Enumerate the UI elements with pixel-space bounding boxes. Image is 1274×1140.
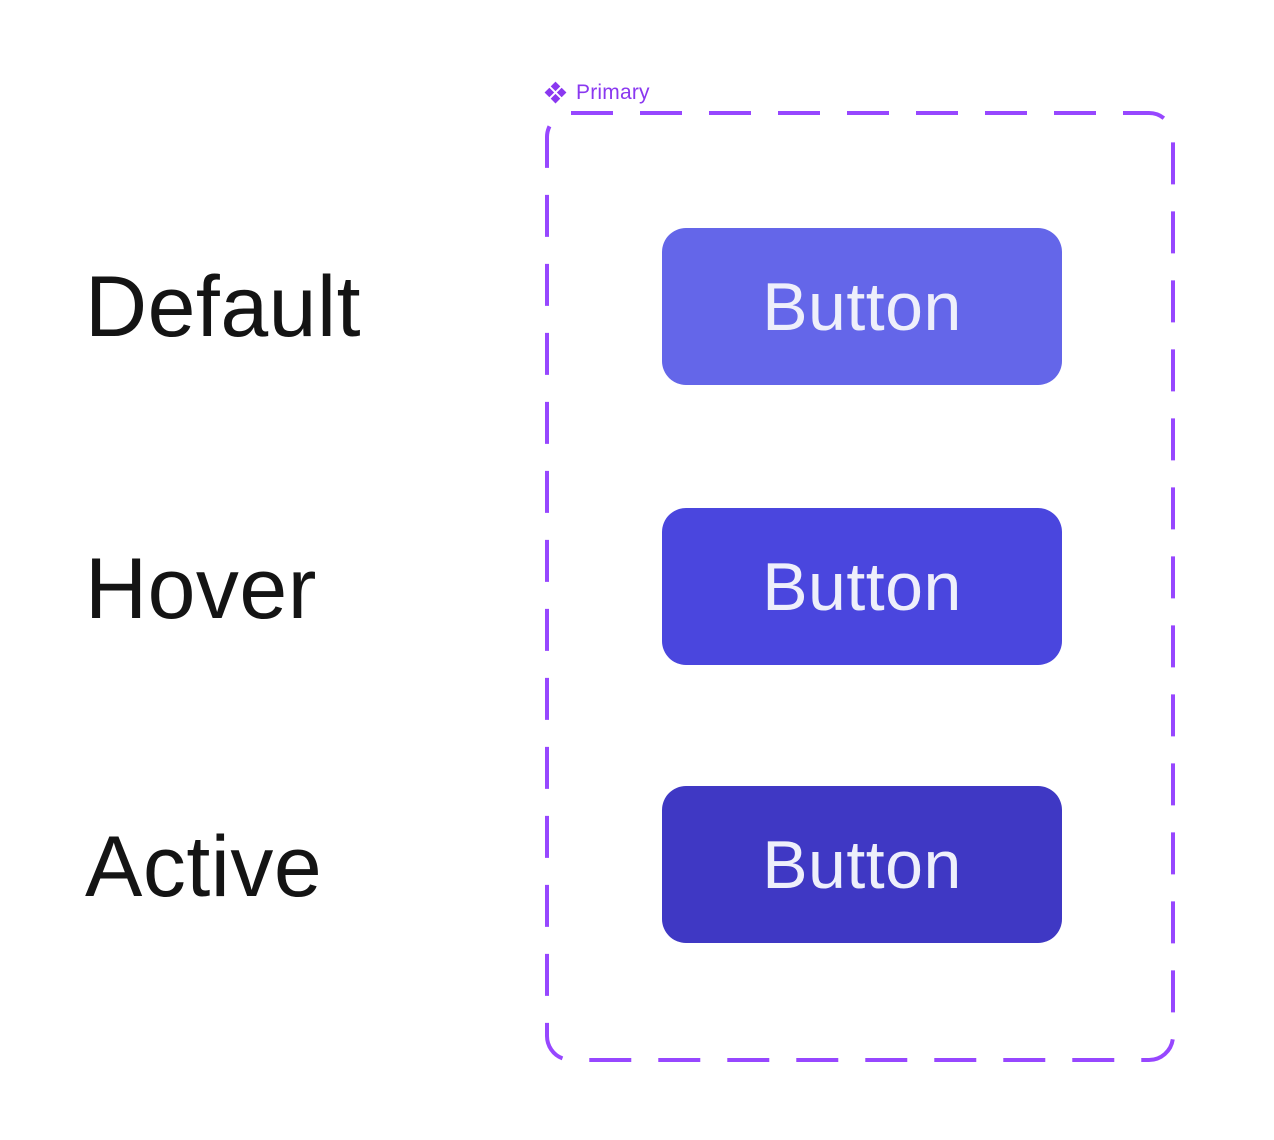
state-label-active: Active <box>85 819 323 915</box>
component-name: Primary <box>576 81 650 104</box>
primary-button-hover-label: Button <box>762 548 962 625</box>
primary-button-active-label: Button <box>762 826 962 903</box>
primary-button-active[interactable]: Button <box>662 786 1062 943</box>
state-label-default: Default <box>85 259 361 355</box>
component-frame-border <box>545 111 1175 1062</box>
figma-component-icon <box>544 81 567 104</box>
primary-button-default-label: Button <box>762 268 962 345</box>
component-label[interactable]: Primary <box>543 80 650 105</box>
primary-button-hover[interactable]: Button <box>662 508 1062 665</box>
state-label-hover: Hover <box>85 541 317 637</box>
primary-button-default[interactable]: Button <box>662 228 1062 385</box>
